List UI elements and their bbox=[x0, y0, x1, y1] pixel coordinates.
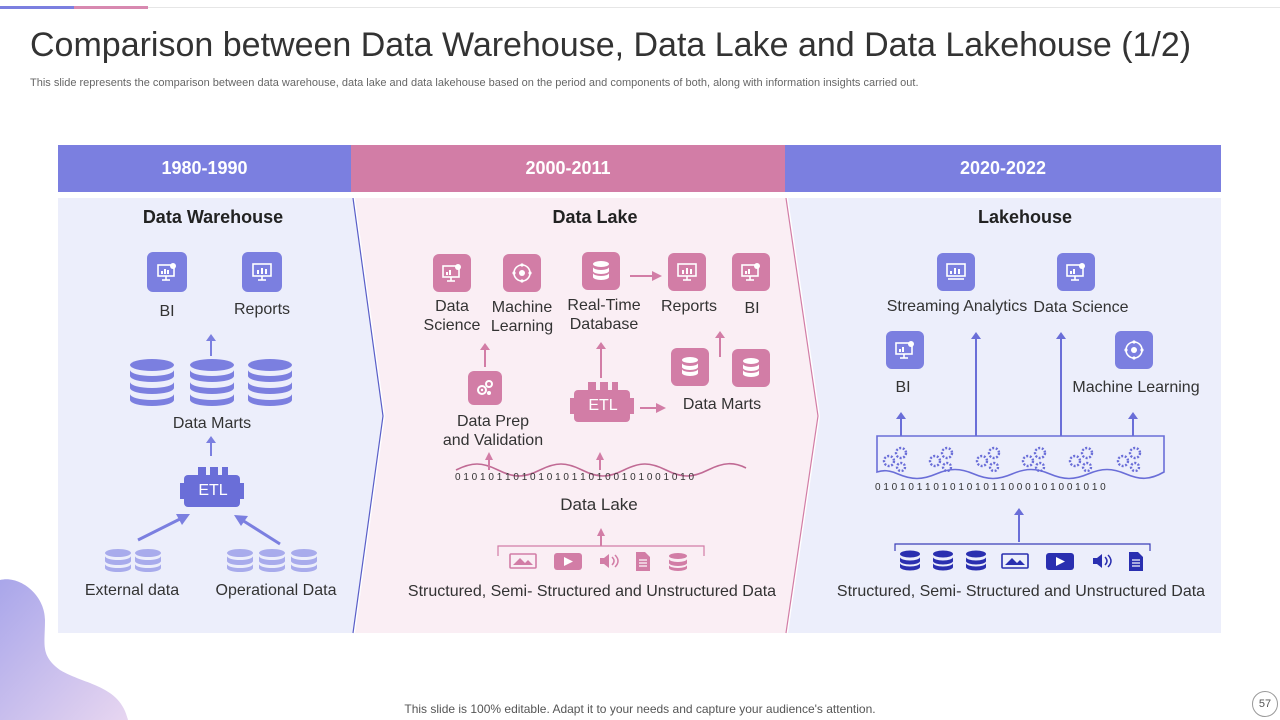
era-header-2020: 2020-2022 bbox=[785, 145, 1221, 192]
arrow-up-icon bbox=[715, 331, 725, 357]
external-data-db-icon bbox=[105, 549, 161, 572]
lake-reports-label: Reports bbox=[660, 298, 718, 315]
lake-machine-learning-label: Machine Learning bbox=[490, 299, 554, 335]
bi-icon bbox=[147, 252, 187, 292]
decorative-wave bbox=[0, 579, 128, 720]
lakehouse-processing-box bbox=[876, 435, 1165, 480]
page-title: Comparison between Data Warehouse, Data … bbox=[30, 26, 1192, 64]
lake-data-science-label: Data Science bbox=[423, 298, 481, 334]
lake-realtime-db-label: Real-Time Database bbox=[567, 297, 641, 333]
lake-etl-label: ETL bbox=[588, 397, 618, 414]
data-marts-icon bbox=[130, 359, 292, 406]
warehouse-bi-label: BI bbox=[159, 303, 175, 320]
lakehouse-machine-learning-label: Machine Learning bbox=[1072, 379, 1200, 396]
data-science-icon bbox=[1057, 253, 1095, 291]
page-subtitle: This slide represents the comparison bet… bbox=[30, 77, 919, 89]
arrow-up-icon bbox=[1056, 332, 1066, 436]
data-mart-db-icon bbox=[671, 348, 709, 386]
data-lake-wave bbox=[455, 452, 747, 477]
lake-sources-label: Structured, Semi- Structured and Unstruc… bbox=[407, 583, 777, 600]
accent-bar-blue bbox=[0, 6, 74, 9]
lakehouse-bit-stream: 0 1 0 1 0 1 1 0 1 0 1 0 1 0 1 1 0 0 0 1 … bbox=[875, 482, 1106, 493]
bi-icon bbox=[886, 331, 924, 369]
lake-bi-label: BI bbox=[744, 300, 760, 317]
lakehouse-bi-label: BI bbox=[895, 379, 911, 396]
data-science-icon bbox=[433, 254, 471, 292]
bi-icon bbox=[732, 253, 770, 291]
data-prep-gears-icon bbox=[468, 371, 502, 405]
arrow-up-icon bbox=[480, 343, 490, 367]
lake-source-icons bbox=[509, 552, 687, 571]
reports-icon bbox=[668, 253, 706, 291]
arrow-right-icon bbox=[630, 271, 662, 281]
data-mart-db-icon bbox=[732, 349, 770, 387]
lake-sources-bracket bbox=[497, 528, 705, 556]
arrow-up-icon bbox=[1014, 508, 1024, 542]
lakehouse-streaming-label: Streaming Analytics bbox=[886, 298, 1028, 315]
warehouse-data-marts-label: Data Marts bbox=[172, 415, 252, 432]
arrow-up-icon bbox=[971, 332, 981, 436]
top-divider bbox=[148, 7, 1280, 8]
reports-icon bbox=[242, 252, 282, 292]
lake-data-prep-label: Data Prep and Validation bbox=[442, 413, 544, 449]
lakehouse-data-science-label: Data Science bbox=[1033, 299, 1129, 316]
lake-bit-stream: 0 1 0 1 0 1 1 0 1 0 1 0 1 0 1 1 0 1 0 0 … bbox=[455, 472, 695, 483]
lakehouse-sources-label: Structured, Semi- Structured and Unstruc… bbox=[836, 583, 1206, 600]
realtime-database-icon bbox=[582, 252, 620, 290]
warehouse-title: Data Warehouse bbox=[142, 207, 284, 227]
footer-note: This slide is 100% editable. Adapt it to… bbox=[404, 702, 876, 716]
lakehouse-title: Lakehouse bbox=[977, 207, 1073, 227]
lake-data-marts-label: Data Marts bbox=[682, 396, 762, 413]
lakehouse-source-icons bbox=[900, 550, 1143, 571]
streaming-analytics-icon bbox=[937, 253, 975, 291]
warehouse-reports-label: Reports bbox=[233, 301, 291, 318]
etl-engine-icon bbox=[180, 467, 244, 507]
page-number: 57 bbox=[1252, 691, 1278, 717]
lake-data-lake-label: Data Lake bbox=[560, 495, 638, 514]
warehouse-external-data-label: External data bbox=[84, 582, 180, 599]
arrow-up-icon bbox=[896, 412, 906, 436]
etl-engine-icon bbox=[570, 382, 634, 422]
lake-title: Data Lake bbox=[552, 207, 638, 227]
machine-learning-icon bbox=[1115, 331, 1153, 369]
operational-data-db-icon bbox=[227, 549, 317, 572]
arrow-right-icon bbox=[640, 403, 666, 413]
warehouse-operational-data-label: Operational Data bbox=[215, 582, 337, 599]
arrow-up-icon bbox=[1128, 412, 1138, 436]
era-header-1980: 1980-1990 bbox=[58, 145, 351, 192]
arrow-up-icon bbox=[206, 436, 216, 456]
machine-learning-icon bbox=[503, 254, 541, 292]
lakehouse-sources-bracket bbox=[894, 543, 1151, 551]
warehouse-etl-label: ETL bbox=[198, 482, 228, 499]
era-header-2000: 2000-2011 bbox=[351, 145, 785, 192]
etl-input-arrows bbox=[137, 514, 281, 546]
arrow-up-icon bbox=[206, 334, 216, 356]
arrow-up-icon bbox=[596, 342, 606, 378]
accent-bar-pink bbox=[74, 6, 148, 9]
